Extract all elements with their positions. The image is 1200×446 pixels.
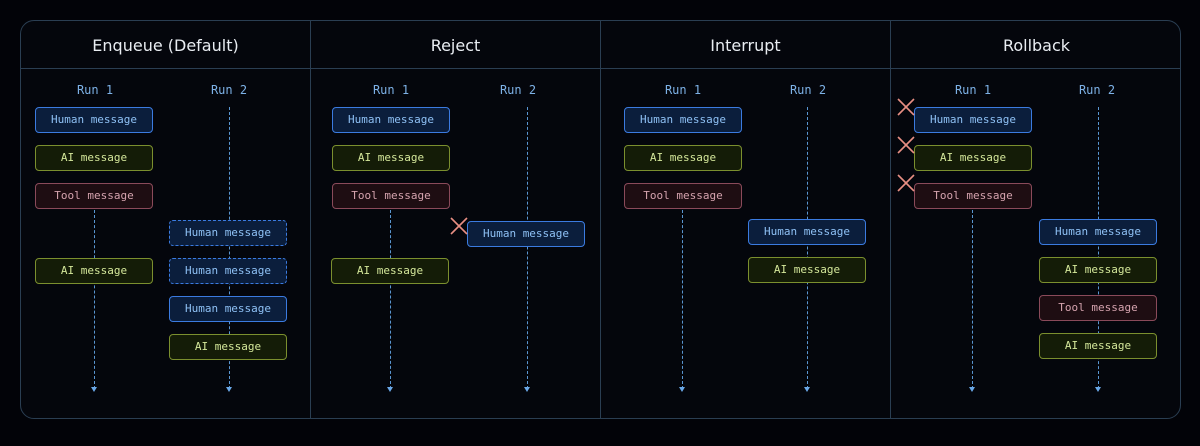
panel-divider	[600, 21, 601, 418]
panel-title-interrupt: Interrupt	[710, 36, 781, 55]
tool-message-box: Tool message	[1039, 295, 1157, 321]
rolled-back-ai-message-box: AI message	[914, 145, 1032, 171]
timeline-arrow	[226, 387, 232, 392]
human-message-box: Human message	[332, 107, 450, 133]
rollback-x-icon	[897, 174, 915, 192]
tool-message-box: Tool message	[332, 183, 450, 209]
run-1-timeline	[972, 210, 973, 389]
timeline-arrow	[804, 387, 810, 392]
timeline-arrow	[969, 387, 975, 392]
panel-divider	[890, 21, 891, 418]
diagram-frame: Enqueue (Default) Reject Interrupt Rollb…	[20, 20, 1181, 419]
timeline-arrow	[524, 387, 530, 392]
panel-title-reject: Reject	[430, 36, 481, 55]
timeline-arrow	[387, 387, 393, 392]
human-message-box: Human message	[1039, 219, 1157, 245]
rollback-x-icon	[897, 98, 915, 116]
timeline-arrow	[91, 387, 97, 392]
run-2-label: Run 2	[1078, 83, 1116, 97]
run-2-label: Run 2	[499, 83, 537, 97]
tool-message-box: Tool message	[35, 183, 153, 209]
rejected-human-message-box: Human message	[467, 221, 585, 247]
run-1-label: Run 1	[372, 83, 410, 97]
run-1-timeline	[682, 210, 683, 389]
human-message-box: Human message	[35, 107, 153, 133]
panel-divider	[310, 21, 311, 418]
run-2-label: Run 2	[210, 83, 248, 97]
panel-title-enqueue: Enqueue (Default)	[92, 36, 239, 55]
ai-message-box: AI message	[1039, 333, 1157, 359]
panel-title-rollback: Rollback	[1002, 36, 1071, 55]
run-1-label: Run 1	[954, 83, 992, 97]
run-1-label: Run 1	[664, 83, 702, 97]
ai-message-box: AI message	[331, 258, 449, 284]
run-1-label: Run 1	[76, 83, 114, 97]
run-2-timeline	[527, 107, 528, 389]
queued-human-message-box: Human message	[169, 258, 287, 284]
ai-message-box: AI message	[35, 258, 153, 284]
human-message-box: Human message	[624, 107, 742, 133]
rolled-back-human-message-box: Human message	[914, 107, 1032, 133]
run-2-timeline	[229, 107, 230, 389]
human-message-box: Human message	[169, 296, 287, 322]
run-2-label: Run 2	[789, 83, 827, 97]
run-2-timeline	[1098, 107, 1099, 389]
ai-message-box: AI message	[169, 334, 287, 360]
tool-message-box: Tool message	[624, 183, 742, 209]
human-message-box: Human message	[748, 219, 866, 245]
timeline-arrow	[1095, 387, 1101, 392]
timeline-arrow	[679, 387, 685, 392]
ai-message-box: AI message	[1039, 257, 1157, 283]
reject-x-icon	[450, 217, 468, 235]
run-2-timeline	[807, 107, 808, 389]
run-1-timeline	[390, 210, 391, 389]
run-1-timeline	[94, 210, 95, 389]
ai-message-box: AI message	[332, 145, 450, 171]
rollback-x-icon	[897, 136, 915, 154]
ai-message-box: AI message	[748, 257, 866, 283]
ai-message-box: AI message	[624, 145, 742, 171]
rolled-back-tool-message-box: Tool message	[914, 183, 1032, 209]
ai-message-box: AI message	[35, 145, 153, 171]
queued-human-message-box: Human message	[169, 220, 287, 246]
